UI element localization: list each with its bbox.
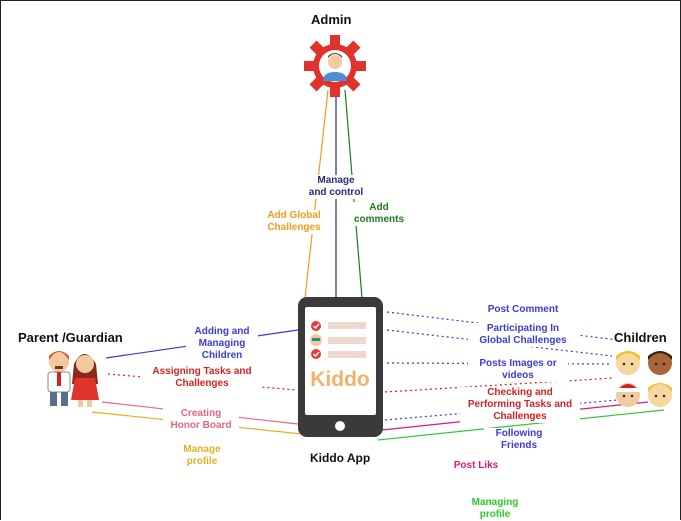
children-title: Children bbox=[614, 330, 667, 345]
label-add-comments: Add comments bbox=[350, 202, 408, 226]
parent-title: Parent /Guardian bbox=[18, 330, 123, 345]
label-manage-profile: Manage profile bbox=[172, 444, 232, 468]
children-icon bbox=[616, 351, 672, 407]
edge-child-checking bbox=[384, 377, 615, 393]
app-brand-text: Kiddo bbox=[310, 368, 370, 391]
label-creating-honor-board: Creating Honor Board bbox=[163, 408, 239, 432]
label-posts-images: Posts Images or videos bbox=[468, 358, 568, 382]
checklist-icon bbox=[310, 321, 366, 359]
label-participating-global: Participating In Global Challenges bbox=[468, 323, 578, 347]
label-post-comment: Post Comment bbox=[478, 304, 568, 316]
admin-title: Admin bbox=[311, 12, 352, 27]
app-title: Kiddo App bbox=[310, 451, 371, 465]
label-checking-performing: Checking and Performing Tasks and Challe… bbox=[460, 387, 580, 423]
label-post-likes: Post Liks bbox=[446, 460, 506, 472]
label-adding-managing-children: Adding and Managing Children bbox=[186, 326, 258, 362]
label-add-global-challenges: Add Global Challenges bbox=[258, 210, 330, 234]
admin-gear-icon bbox=[304, 35, 366, 97]
edge-child-managing bbox=[377, 409, 665, 441]
label-managing-profile: Managing profile bbox=[460, 497, 530, 521]
parent-icon bbox=[47, 351, 99, 407]
label-assigning-tasks: Assigning Tasks and Challenges bbox=[142, 366, 262, 390]
label-manage-control: Manage and control bbox=[300, 175, 372, 199]
phone-icon bbox=[298, 297, 383, 437]
edge-parent-assigning bbox=[107, 373, 297, 391]
label-following-friends: Following Friends bbox=[484, 428, 554, 452]
